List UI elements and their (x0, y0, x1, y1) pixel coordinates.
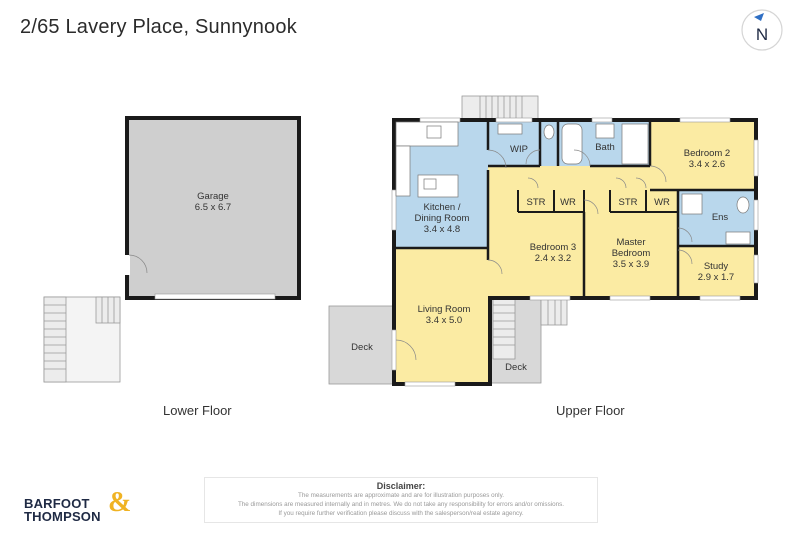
upper-right-stairs (492, 296, 568, 360)
study-room (678, 246, 754, 296)
garage-room (129, 120, 297, 296)
str1-label: STR (527, 197, 546, 208)
disclaimer-line-3: If you require further verification plea… (278, 510, 524, 517)
living-dims: 3.4 x 5.0 (426, 315, 462, 326)
living-room (396, 248, 488, 382)
kitchen-name-1: Kitchen / (424, 202, 461, 213)
bath-label: Bath (595, 142, 615, 153)
bedroom3-dims: 2.4 x 3.2 (535, 253, 571, 264)
compass-icon: N (741, 9, 783, 51)
lower-stairs (43, 296, 121, 383)
wr1-label: WR (560, 197, 576, 208)
lower-floor-plan: Garage 6.5 x 6.7 (43, 116, 301, 383)
upper-walls (392, 118, 758, 386)
upper-top-stairs (461, 95, 539, 123)
bedroom2-room (650, 122, 754, 190)
study-name: Study (704, 261, 729, 272)
disclaimer-line-2: The dimensions are measured internally a… (237, 501, 565, 508)
bedroom3-name: Bedroom 3 (530, 242, 576, 253)
master-name-2: Bedroom (612, 248, 651, 259)
master-dims: 3.5 x 3.9 (613, 259, 649, 270)
ens-label: Ens (712, 212, 729, 223)
master-name-1: Master (616, 237, 645, 248)
str2-label: STR (619, 197, 638, 208)
agency-logo: BARFOOT THOMPSON & (24, 489, 131, 524)
windows (391, 117, 759, 387)
upper-floor-plan: Deck Deck (328, 95, 759, 387)
deck-left-label: Deck (351, 342, 373, 353)
lower-floor-label: Lower Floor (163, 403, 232, 418)
wip-label: WIP (510, 144, 528, 155)
deck-right-label: Deck (505, 362, 527, 373)
kitchen-dims: 3.4 x 4.8 (424, 224, 460, 235)
wr2-label: WR (654, 197, 670, 208)
bedroom3-room (488, 190, 584, 296)
bedroom2-name: Bedroom 2 (684, 148, 730, 159)
door-swings (395, 149, 693, 361)
master-room (584, 190, 678, 296)
bedroom2-dims: 3.4 x 2.6 (689, 159, 725, 170)
bath-fixtures (497, 123, 751, 245)
upper-floor-label: Upper Floor (556, 403, 625, 418)
compass-letter: N (756, 25, 768, 44)
study-dims: 2.9 x 1.7 (698, 272, 734, 283)
logo-ampersand: & (108, 487, 132, 518)
logo-line-1: BARFOOT (24, 496, 90, 511)
living-name: Living Room (418, 304, 471, 315)
logo-line-2: THOMPSON (24, 509, 101, 524)
hallway (488, 166, 650, 190)
kitchen-name-2: Dining Room (415, 213, 470, 224)
disclaimer-line-1: The measurements are approximate and are… (297, 492, 505, 499)
kitchen-fixtures (395, 121, 459, 198)
garage-name: Garage (197, 191, 229, 202)
garage-dims: 6.5 x 6.7 (195, 202, 231, 213)
disclaimer-title: Disclaimer: (376, 481, 426, 491)
disclaimer-box: Disclaimer: The measurements are approxi… (204, 477, 598, 523)
deck-left (328, 305, 395, 385)
page-title: 2/65 Lavery Place, Sunnynook (20, 16, 297, 38)
